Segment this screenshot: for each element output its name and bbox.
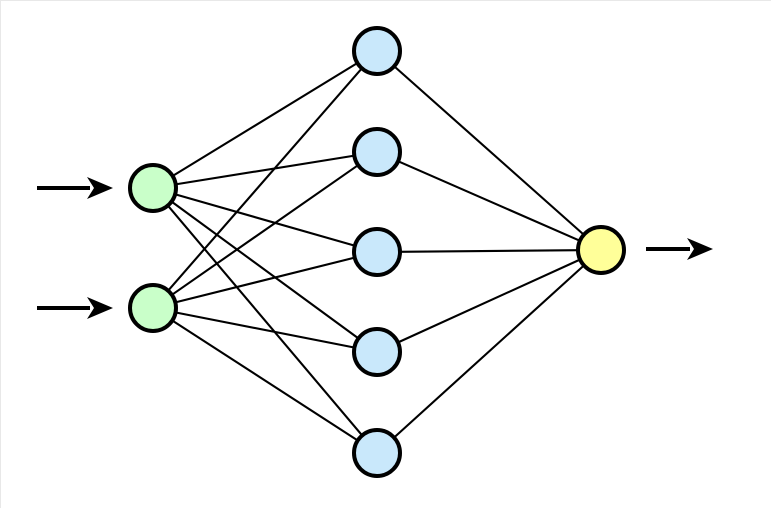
nodes-group (128, 26, 626, 478)
edge-i2-h3 (173, 256, 357, 304)
edge-i2-h1 (166, 66, 364, 293)
edge-h1-o1 (392, 64, 586, 237)
edge-i2-h4 (173, 311, 357, 349)
output-node-1[interactable] (576, 225, 626, 275)
edge-h5-o1 (392, 263, 586, 440)
hidden-node-3[interactable] (352, 227, 402, 277)
edge-i1-h3 (173, 192, 357, 248)
edge-i1-h5 (166, 203, 364, 438)
input-node-2[interactable] (128, 283, 178, 333)
hidden-node-4[interactable] (352, 327, 402, 377)
edge-h2-o1 (396, 159, 582, 243)
edge-i1-h4 (169, 199, 361, 341)
edge-i2-h5 (170, 318, 360, 443)
input-arrow-1 (37, 177, 113, 199)
hidden-node-5[interactable] (352, 428, 402, 478)
edge-i1-h2 (173, 154, 357, 186)
output-arrow-1-head (687, 238, 713, 260)
edges-group (166, 61, 586, 443)
input-arrow-2-head (87, 297, 113, 319)
hidden-node-2[interactable] (352, 127, 402, 177)
output-arrow-1 (646, 238, 713, 260)
edge-h3-o1 (397, 249, 581, 253)
edge-h4-o1 (395, 258, 583, 344)
input-arrow-2 (37, 297, 113, 319)
input-node-1[interactable] (128, 163, 178, 213)
input-arrow-1-head (87, 177, 113, 199)
edge-i1-h1 (170, 61, 360, 178)
hidden-node-1[interactable] (352, 26, 402, 76)
edge-i2-h2 (170, 163, 360, 297)
io-arrows-group (37, 177, 713, 319)
